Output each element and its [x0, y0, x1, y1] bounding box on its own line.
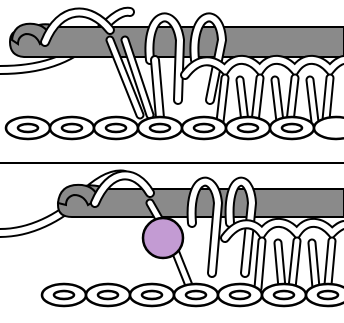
- top-step-illustration: [0, 0, 344, 163]
- panel-top-step: [0, 0, 344, 163]
- foundation-chain-top: [6, 117, 344, 139]
- panel-bottom-step: [0, 163, 344, 323]
- bottom-step-illustration: [0, 163, 344, 323]
- stitch-marker-icon: [143, 218, 183, 258]
- foundation-chain-bottom: [42, 284, 344, 306]
